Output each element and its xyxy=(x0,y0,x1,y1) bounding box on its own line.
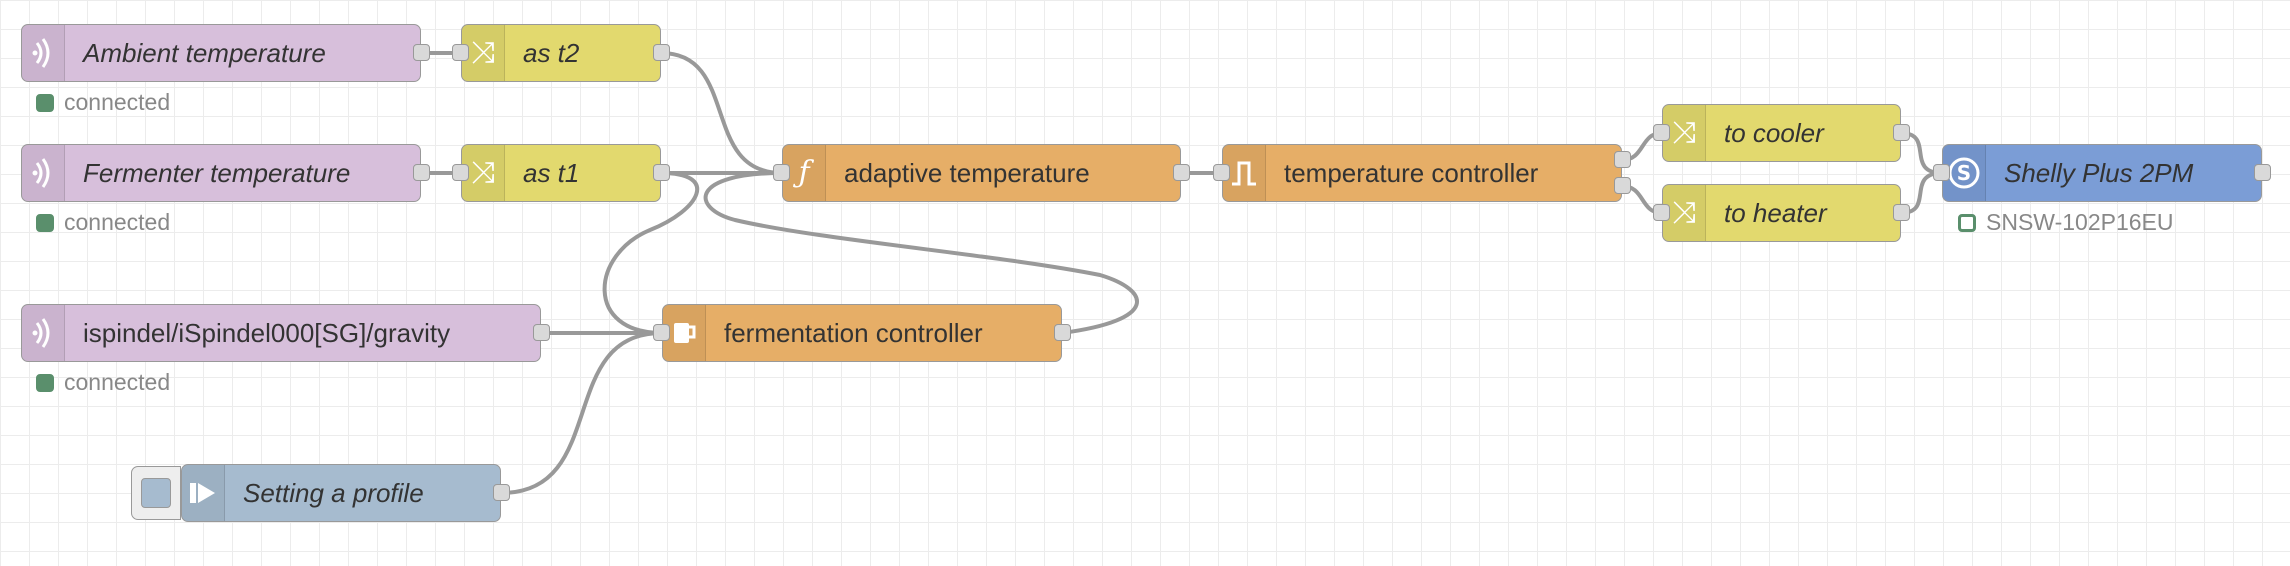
mqtt-icon xyxy=(22,25,65,81)
node-label: temperature controller xyxy=(1284,157,1539,188)
change-node-as-t1[interactable]: ⤨ as t1 xyxy=(452,144,670,202)
node-label: to cooler xyxy=(1724,117,1824,148)
node-label: Ambient temperature xyxy=(83,37,326,68)
wire-as-t1-fermentation[interactable] xyxy=(602,171,700,335)
inject-arrow-icon xyxy=(182,465,225,521)
node-label: as t1 xyxy=(523,157,580,188)
change-icon: ⤨ xyxy=(1663,105,1706,161)
output-port-2[interactable] xyxy=(1614,177,1631,194)
wire-fermentation-adaptive[interactable] xyxy=(703,171,1139,335)
output-port[interactable] xyxy=(533,324,550,341)
node-label: Fermenter temperature xyxy=(83,157,351,188)
input-port[interactable] xyxy=(452,44,469,61)
shelly-icon: S xyxy=(1943,145,1986,201)
status-gravity: connected xyxy=(36,369,170,396)
svg-text:S: S xyxy=(1957,161,1971,185)
mqtt-in-node-gravity[interactable]: ispindel/iSpindel000[SG]/gravity xyxy=(21,304,550,362)
function-node-adaptive-temperature[interactable]: ƒ adaptive temperature xyxy=(773,144,1190,202)
node-label: to heater xyxy=(1724,197,1827,228)
mqtt-icon xyxy=(22,305,65,361)
change-node-to-cooler[interactable]: ⤨ to cooler xyxy=(1653,104,1910,162)
status-ambient: connected xyxy=(36,89,170,116)
status-dot-icon xyxy=(36,213,54,232)
node-label: fermentation controller xyxy=(724,317,983,348)
inject-trigger-button[interactable] xyxy=(131,466,181,520)
status-text: connected xyxy=(64,209,171,235)
output-port[interactable] xyxy=(493,484,510,501)
input-port[interactable] xyxy=(1933,164,1950,181)
node-label: Shelly Plus 2PM xyxy=(2004,157,2194,188)
output-port[interactable] xyxy=(1173,164,1190,181)
output-port[interactable] xyxy=(413,164,430,181)
wire-profile-fermentation[interactable] xyxy=(499,331,664,495)
change-node-as-t2[interactable]: ⤨ as t2 xyxy=(452,24,670,82)
status-fermenter: connected xyxy=(36,209,170,236)
status-ring-icon xyxy=(1958,213,1976,232)
input-port[interactable] xyxy=(452,164,469,181)
output-port[interactable] xyxy=(1054,324,1071,341)
node-label: adaptive temperature xyxy=(844,157,1090,188)
mqtt-in-node-fermenter[interactable]: Fermenter temperature xyxy=(21,144,430,202)
status-dot-icon xyxy=(36,93,54,112)
input-port[interactable] xyxy=(653,324,670,341)
function-icon: ƒ xyxy=(783,145,826,201)
input-port[interactable] xyxy=(1213,164,1230,181)
change-icon: ⤨ xyxy=(462,25,505,81)
status-text: SNSW-102P16EU xyxy=(1986,209,2174,235)
output-port[interactable] xyxy=(653,164,670,181)
change-node-to-heater[interactable]: ⤨ to heater xyxy=(1653,184,1910,242)
mqtt-in-node-ambient[interactable]: Ambient temperature xyxy=(21,24,430,82)
status-dot-icon xyxy=(36,373,54,392)
inject-button-icon xyxy=(141,478,171,508)
output-port[interactable] xyxy=(1893,124,1910,141)
input-port[interactable] xyxy=(1653,124,1670,141)
pid-icon xyxy=(1223,145,1266,201)
output-port[interactable] xyxy=(413,44,430,61)
output-port[interactable] xyxy=(653,44,670,61)
mqtt-icon xyxy=(22,145,65,201)
status-text: connected xyxy=(64,369,171,395)
output-port[interactable] xyxy=(1893,204,1910,221)
beer-icon xyxy=(663,305,706,361)
status-text: connected xyxy=(64,89,171,115)
shelly-node[interactable]: S Shelly Plus 2PM xyxy=(1933,144,2271,202)
change-icon: ⤨ xyxy=(462,145,505,201)
output-port-1[interactable] xyxy=(1614,151,1631,168)
output-port[interactable] xyxy=(2254,164,2271,181)
wire-as-t2-adaptive[interactable] xyxy=(659,51,784,175)
node-label: Setting a profile xyxy=(243,477,424,508)
status-shelly: SNSW-102P16EU xyxy=(1958,209,2174,236)
inject-node-setting-profile[interactable]: Setting a profile xyxy=(181,464,510,522)
node-label: as t2 xyxy=(523,37,580,68)
node-label: ispindel/iSpindel000[SG]/gravity xyxy=(83,317,451,348)
function-node-fermentation-controller[interactable]: fermentation controller xyxy=(653,304,1071,362)
controller-node-temperature[interactable]: temperature controller xyxy=(1213,144,1631,202)
change-icon: ⤨ xyxy=(1663,185,1706,241)
input-port[interactable] xyxy=(773,164,790,181)
input-port[interactable] xyxy=(1653,204,1670,221)
